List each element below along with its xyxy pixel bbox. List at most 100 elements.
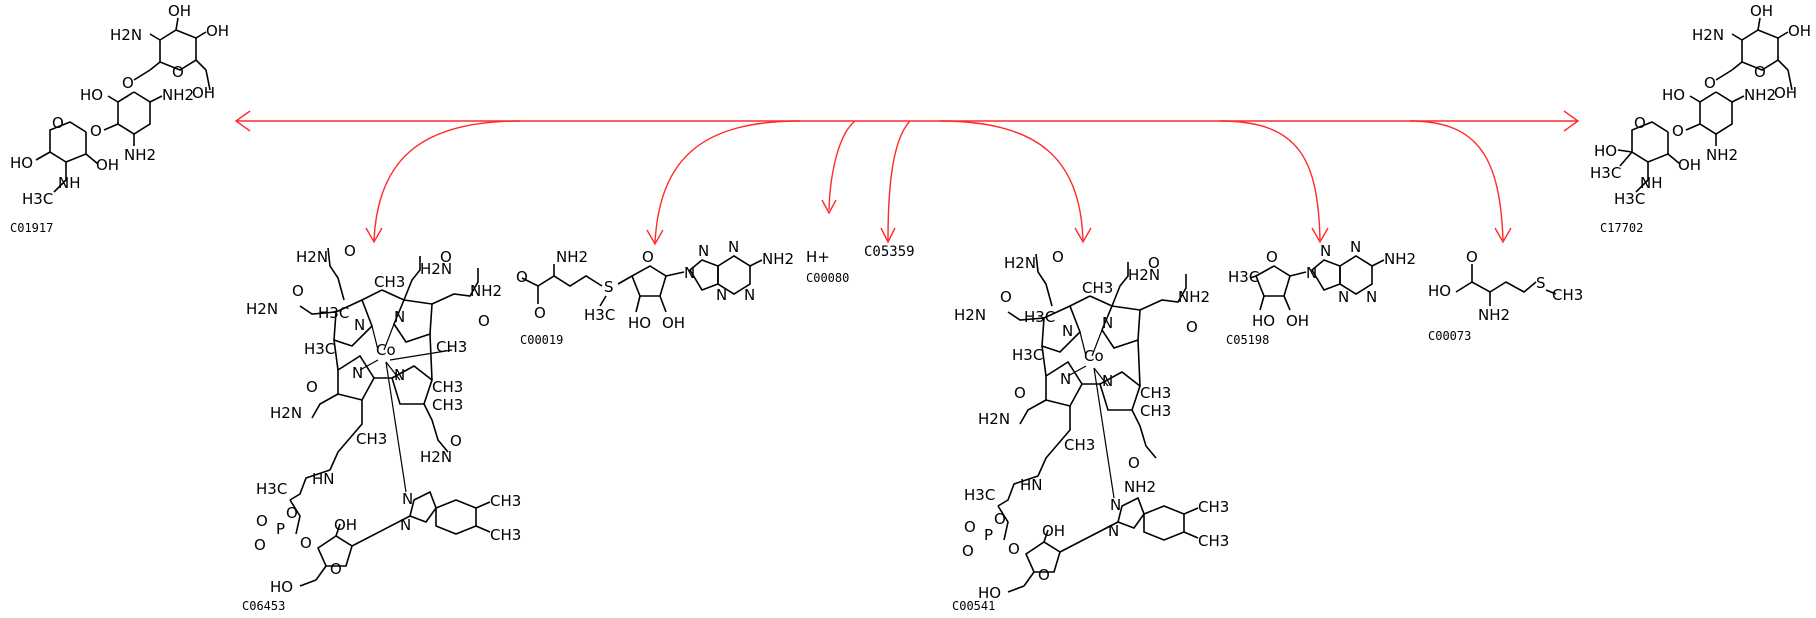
svg-text:CH3: CH3 (1552, 286, 1583, 304)
svg-text:S: S (604, 278, 614, 296)
svg-text:NH2: NH2 (124, 146, 156, 164)
svg-text:N: N (728, 238, 739, 256)
svg-text:N: N (1338, 288, 1349, 306)
svg-text:NH2: NH2 (1706, 146, 1738, 164)
left-arrowhead (234, 110, 251, 132)
svg-text:O: O (440, 248, 452, 266)
svg-text:P: P (984, 526, 993, 544)
arrow-to-c00073 (1409, 120, 1504, 241)
svg-text:HO: HO (1252, 312, 1275, 330)
arrow-to-c05198 (1219, 120, 1321, 241)
svg-text:NH2: NH2 (1744, 86, 1776, 104)
svg-text:CH3: CH3 (1198, 498, 1229, 516)
svg-text:O: O (1008, 540, 1020, 558)
compound-c01917: OH OH OH H2N O O NH2 HO NH2 O O OH HO NH… (10, 2, 229, 235)
svg-text:HO: HO (1428, 282, 1451, 300)
svg-text:N: N (744, 286, 755, 304)
svg-text:H3C: H3C (584, 306, 615, 324)
svg-text:N: N (352, 364, 363, 382)
svg-text:H3C: H3C (1024, 308, 1055, 326)
c00073-label: C00073 (1428, 329, 1471, 343)
arrowhead-h-plus (821, 199, 837, 215)
svg-text:H3C: H3C (256, 480, 287, 498)
svg-text:H3C: H3C (964, 486, 995, 504)
svg-text:NH2: NH2 (1478, 306, 1510, 324)
svg-text:N: N (1060, 370, 1071, 388)
svg-text:N: N (402, 490, 413, 508)
svg-text:O: O (1000, 288, 1012, 306)
svg-text:NH2: NH2 (1124, 478, 1156, 496)
compound-c05359: C05359 (864, 244, 915, 260)
svg-text:O: O (964, 518, 976, 536)
svg-text:O: O (344, 242, 356, 260)
svg-text:O: O (1186, 318, 1198, 336)
svg-text:NH: NH (58, 174, 81, 192)
svg-text:HO: HO (1662, 86, 1685, 104)
compound-c05198: H3C O HO OH N N N N N NH2 C05198 (1226, 238, 1416, 347)
svg-text:O: O (1754, 63, 1766, 81)
svg-text:O: O (642, 248, 654, 266)
svg-text:O: O (90, 122, 102, 140)
svg-text:OH: OH (1042, 522, 1065, 540)
svg-text:OH: OH (662, 314, 685, 332)
svg-text:P: P (276, 520, 285, 538)
svg-text:OH: OH (1750, 2, 1773, 20)
svg-text:N: N (1350, 238, 1361, 256)
arrowhead-c05198 (1311, 227, 1329, 244)
svg-text:CH3: CH3 (356, 430, 387, 448)
svg-text:O: O (1466, 248, 1478, 266)
svg-text:HO: HO (628, 314, 651, 332)
svg-text:OH: OH (1788, 22, 1811, 40)
svg-text:OH: OH (1774, 84, 1797, 102)
svg-text:N: N (1062, 322, 1073, 340)
svg-text:H2N: H2N (1004, 254, 1036, 272)
c01917-label: C01917 (10, 221, 53, 235)
svg-text:OH: OH (1678, 156, 1701, 174)
compound-c00073: O HO NH2 S CH3 C00073 (1428, 248, 1583, 343)
svg-text:O: O (1128, 454, 1140, 472)
svg-text:OH: OH (96, 156, 119, 174)
svg-text:N: N (1110, 496, 1121, 514)
svg-text:N: N (698, 242, 709, 260)
svg-text:O: O (292, 282, 304, 300)
c00019-label: C00019 (520, 333, 563, 347)
svg-text:O: O (478, 312, 490, 330)
c00541-label: C00541 (952, 599, 995, 613)
svg-text:O: O (254, 536, 266, 554)
arrowhead-c06453 (365, 227, 383, 244)
arrow-to-h-plus (828, 120, 856, 211)
svg-text:O: O (330, 560, 342, 578)
c00080-label: C00080 (806, 271, 849, 285)
svg-text:H2N: H2N (110, 26, 142, 44)
svg-text:O: O (1634, 114, 1646, 132)
svg-text:S: S (1536, 274, 1546, 292)
svg-text:N: N (1306, 264, 1317, 282)
svg-text:H3C: H3C (304, 340, 335, 358)
right-arrowhead (1563, 110, 1580, 132)
svg-text:H2N: H2N (1692, 26, 1724, 44)
svg-text:HO: HO (1594, 142, 1617, 160)
svg-text:N: N (394, 366, 405, 384)
svg-text:CH3: CH3 (436, 338, 467, 356)
svg-text:N: N (1366, 288, 1377, 306)
svg-text:Co: Co (1084, 347, 1104, 365)
svg-text:Co: Co (376, 341, 396, 359)
svg-text:OH: OH (334, 516, 357, 534)
svg-text:O: O (1148, 254, 1160, 272)
svg-text:N: N (394, 308, 405, 326)
svg-text:HN: HN (1020, 476, 1043, 494)
svg-text:O: O (172, 63, 184, 81)
svg-text:O: O (1038, 566, 1050, 584)
svg-text:CH3: CH3 (490, 492, 521, 510)
svg-text:N: N (1108, 522, 1119, 540)
svg-text:H3C: H3C (1228, 268, 1259, 286)
svg-text:HO: HO (80, 86, 103, 104)
svg-text:HO: HO (270, 578, 293, 596)
c05198-label: C05198 (1226, 333, 1269, 347)
svg-text:H2N: H2N (420, 260, 452, 278)
svg-text:NH2: NH2 (470, 282, 502, 300)
svg-text:N: N (1320, 242, 1331, 260)
svg-text:CH3: CH3 (1198, 532, 1229, 550)
arrowhead-c00019 (646, 229, 664, 246)
svg-text:O: O (300, 534, 312, 552)
